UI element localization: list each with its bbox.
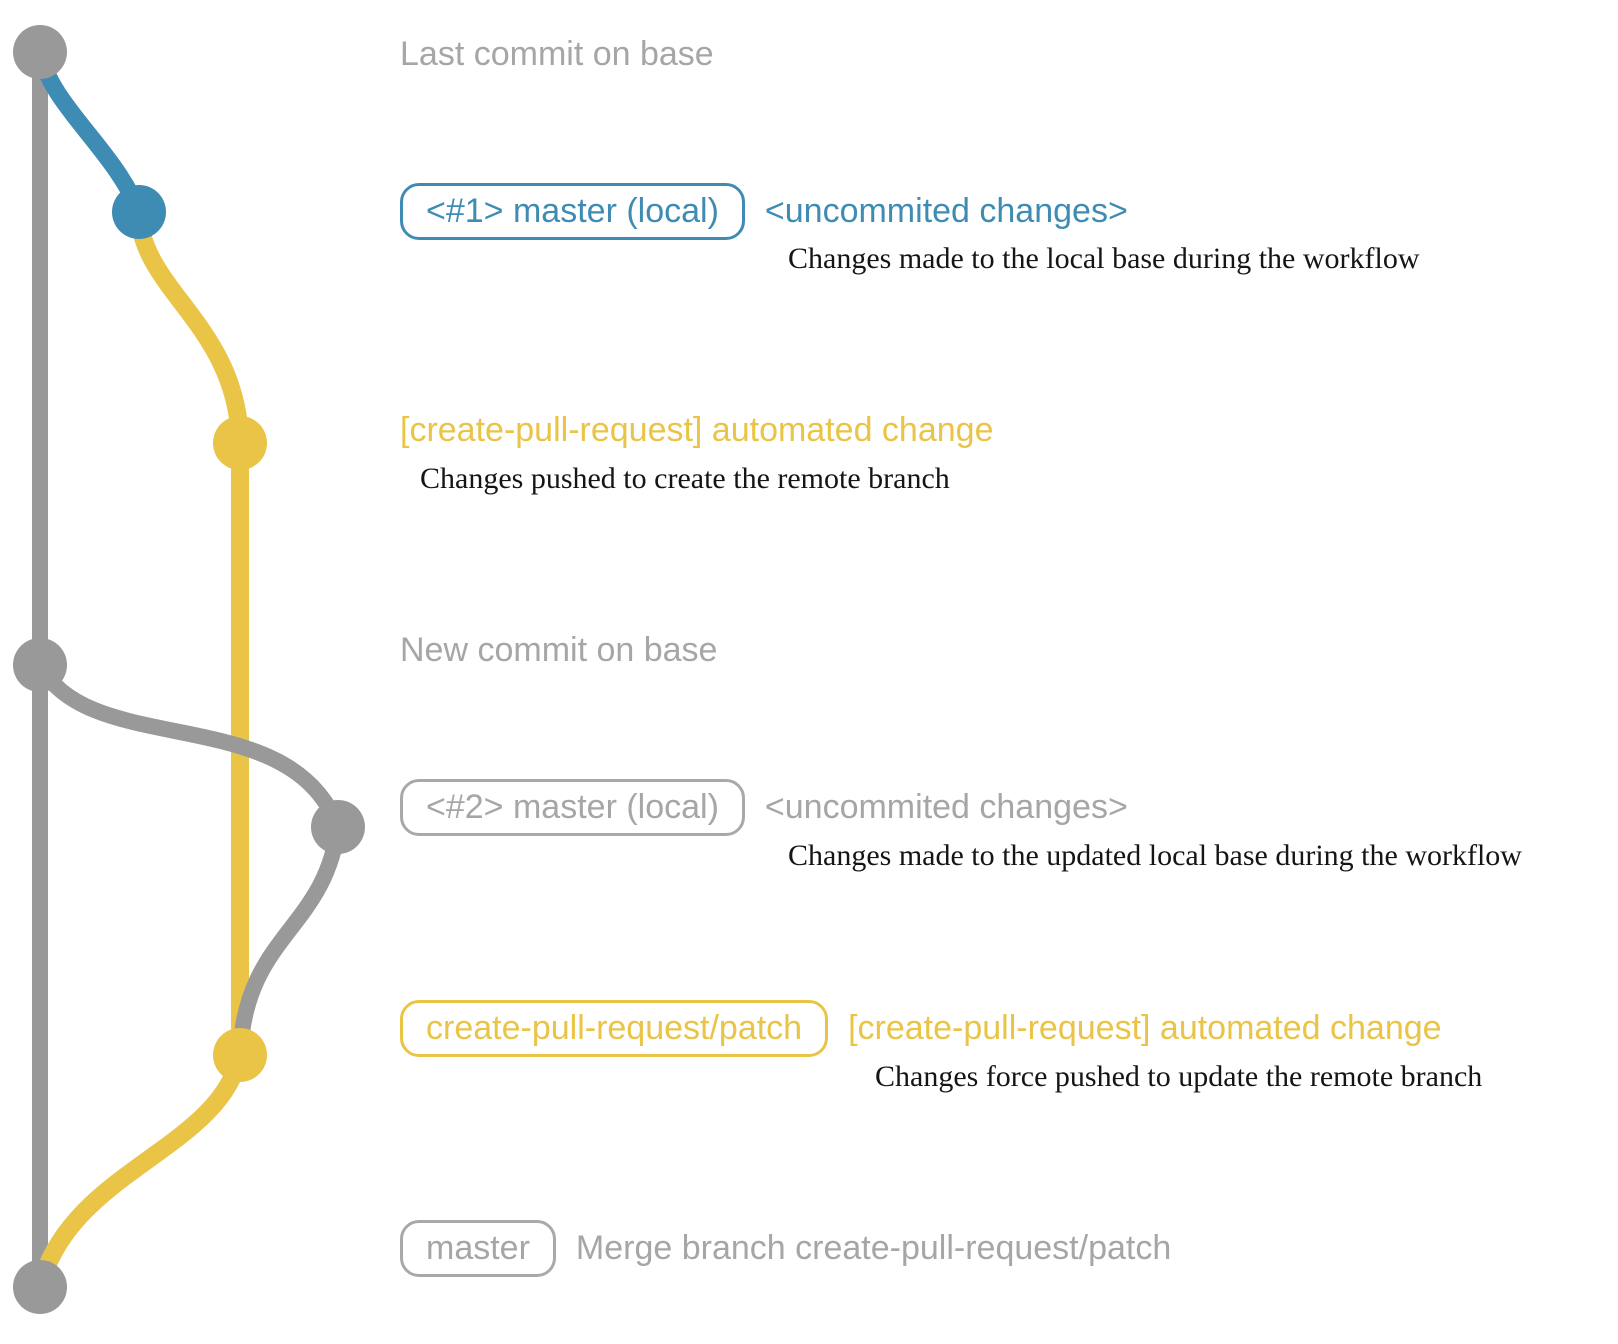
commit-message-local-2: <uncommited changes> [764,788,1128,826]
branch-badge-master: master [400,1220,556,1277]
edge-local1-to-patch1 [130,203,249,452]
new-commit-label: New commit on base [400,630,718,669]
commit-node-patch-2 [213,1028,267,1082]
commit-message-local-1: <uncommited changes> [764,192,1128,230]
commit-message-merge: Merge branch create-pull-request/patch [575,1229,1172,1267]
git-graph [13,25,365,1314]
edge-local2-to-patch2 [232,819,346,1063]
branch-badge-master-local-1: <#1> master (local) [400,183,745,240]
annotation-patch-commit-1: [create-pull-request] automated change [400,409,993,451]
annotation-last-commit: Last commit on base [400,28,714,80]
edge-newbase-to-local2 [32,657,346,835]
edge-patch2-to-merge [31,1046,249,1296]
annotation-patch-commit-2: create-pull-request/patch [create-pull-r… [400,1000,1442,1057]
commit-description-local-1: Changes made to the local base during th… [788,242,1420,275]
annotation-local-commit-2: <#2> master (local) <uncommited changes> [400,779,1128,836]
annotation-local-commit-1: <#1> master (local) <uncommited changes> [400,183,1128,240]
commit-description-patch-1: Changes pushed to create the remote bran… [420,462,950,495]
branch-badge-master-local-2: <#2> master (local) [400,779,745,836]
commit-node-local-2 [311,800,365,854]
commit-message-patch-2: [create-pull-request] automated change [848,1009,1442,1047]
commit-node-new-base [13,638,67,692]
commit-node-patch-1 [213,416,267,470]
commit-node-local-1 [112,185,166,239]
annotation-merge-commit: master Merge branch create-pull-request/… [400,1220,1171,1277]
commit-message-patch-1: [create-pull-request] automated change [400,410,994,449]
last-commit-label: Last commit on base [400,34,714,73]
commit-description-local-2: Changes made to the updated local base d… [788,839,1522,872]
edge-base-to-local1 [31,43,148,221]
commit-description-patch-2: Changes force pushed to update the remot… [875,1060,1483,1093]
commit-node-merge [13,1260,67,1314]
commit-node-last-base [13,25,67,79]
branch-badge-patch: create-pull-request/patch [400,1000,829,1057]
annotation-new-commit: New commit on base [400,624,717,676]
